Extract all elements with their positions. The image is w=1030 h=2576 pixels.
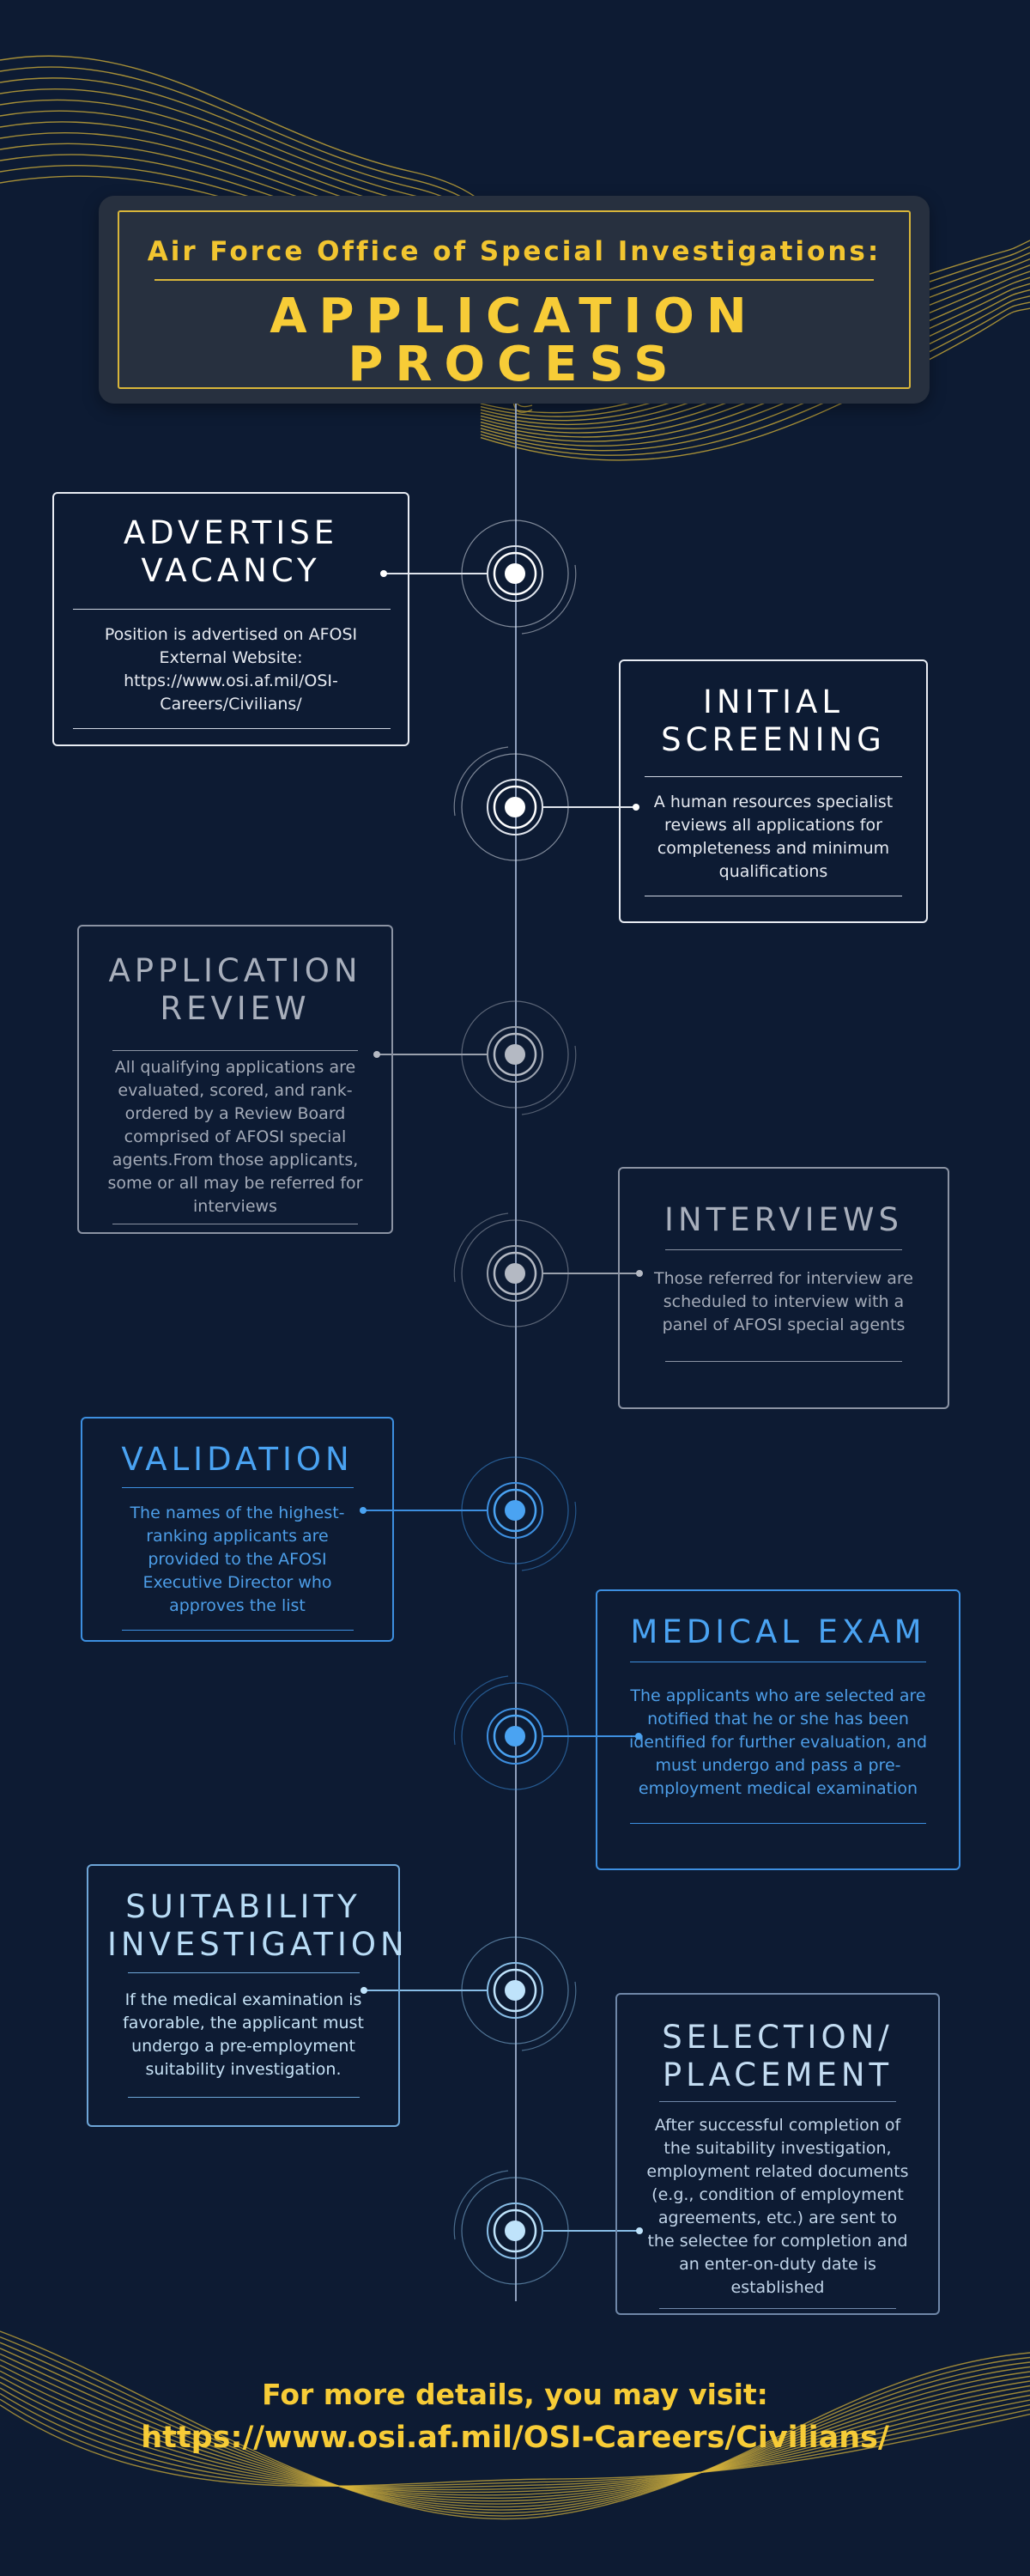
- step-title: VALIDATION: [101, 1441, 373, 1479]
- step-title-line2: PLACEMENT: [662, 2057, 894, 2093]
- step-divider: [73, 728, 391, 729]
- footer-intro: For more details, you may visit:: [262, 2378, 768, 2411]
- step-divider: [127, 1972, 360, 1973]
- step-interviews: INTERVIEWS Those referred for interview …: [618, 1167, 949, 1409]
- step-title: MEDICAL EXAM: [616, 1613, 940, 1651]
- step-divider: [121, 1630, 354, 1631]
- footer: For more details, you may visit: https:/…: [0, 2374, 1030, 2460]
- header-subtitle: Air Force Office of Special Investigatio…: [147, 236, 882, 267]
- step-description: Position is advertised on AFOSI External…: [104, 625, 358, 714]
- step-title-line2: SCREENING: [661, 721, 886, 758]
- header-divider: [154, 279, 874, 281]
- node-arc: [521, 1981, 577, 2051]
- node-arc: [453, 2170, 509, 2240]
- step-divider: [659, 2101, 896, 2102]
- header-title: APPLICATION PROCESS: [119, 293, 909, 389]
- step-divider: [645, 776, 902, 777]
- step-title-line2: INVESTIGATION: [107, 1926, 409, 1963]
- timeline-line: [515, 404, 517, 2301]
- step-divider: [127, 2097, 360, 2098]
- step-divider: [665, 1249, 902, 1250]
- step-advertise-vacancy: ADVERTISE VACANCY Position is advertised…: [52, 492, 409, 746]
- step-description: The applicants who are selected are noti…: [628, 1686, 928, 1798]
- node-arc: [453, 1675, 509, 1746]
- step-title-line2: VACANCY: [141, 552, 321, 589]
- node-arc: [453, 746, 509, 817]
- step-title: INTERVIEWS: [639, 1201, 929, 1239]
- step-description: If the medical examination is favorable,…: [123, 1990, 364, 2079]
- step-description: After successful completion of the suita…: [646, 2116, 909, 2297]
- node-arc: [453, 1212, 509, 1283]
- step-title-line1: VALIDATION: [121, 1441, 354, 1478]
- node-arc: [521, 1501, 577, 1571]
- step-divider: [112, 1050, 358, 1051]
- step-title: INITIAL SCREENING: [639, 683, 907, 759]
- header-card: Air Force Office of Special Investigatio…: [99, 196, 930, 404]
- timeline-node: [380, 519, 577, 635]
- step-divider: [665, 1361, 902, 1362]
- step-divider: [73, 609, 391, 610]
- header-title-line2: PROCESS: [348, 337, 681, 392]
- header-frame: Air Force Office of Special Investigatio…: [118, 210, 911, 389]
- timeline-node: [373, 1000, 577, 1115]
- step-suitability-investigation: SUITABILITY INVESTIGATION If the medical…: [87, 1864, 409, 2127]
- step-description: A human resources specialist reviews all…: [653, 793, 894, 881]
- step-medical-exam: MEDICAL EXAM The applicants who are sele…: [596, 1589, 960, 1870]
- step-selection-placement: SELECTION/ PLACEMENT After successful co…: [615, 1993, 940, 2315]
- timeline-node: [453, 1212, 643, 1327]
- step-divider: [630, 1823, 926, 1824]
- step-title-line1: INITIAL: [703, 683, 844, 720]
- step-divider: [659, 2308, 896, 2309]
- node-arc: [521, 564, 577, 635]
- step-title-line1: SELECTION/: [662, 2019, 894, 2056]
- node-arc: [521, 1045, 577, 1115]
- step-title-line1: ADVERTISE: [123, 514, 339, 551]
- step-divider: [121, 1487, 354, 1488]
- step-description: The names of the highest-ranking applica…: [130, 1504, 345, 1615]
- step-title-line1: APPLICATION: [108, 952, 362, 989]
- step-title: APPLICATION REVIEW: [98, 952, 373, 1028]
- step-initial-screening: INITIAL SCREENING A human resources spec…: [619, 659, 928, 923]
- step-title-line1: SUITABILITY: [125, 1888, 361, 1925]
- step-validation: VALIDATION The names of the highest-rank…: [81, 1417, 394, 1642]
- timeline-node: [453, 746, 639, 861]
- step-application-review: APPLICATION REVIEW All qualifying applic…: [77, 925, 393, 1234]
- step-title-line2: REVIEW: [160, 990, 311, 1027]
- step-title-line1: MEDICAL EXAM: [630, 1613, 926, 1650]
- footer-link[interactable]: https://www.osi.af.mil/OSI-Careers/Civil…: [141, 2421, 889, 2455]
- step-description: All qualifying applications are evaluate…: [107, 1058, 363, 1216]
- step-title: SELECTION/ PLACEMENT: [636, 2019, 919, 2094]
- step-title-line1: INTERVIEWS: [664, 1201, 903, 1238]
- step-description: Those referred for interview are schedul…: [654, 1269, 913, 1334]
- step-title: ADVERTISE VACANCY: [73, 514, 389, 590]
- header-title-line1: APPLICATION: [270, 289, 759, 344]
- step-title: SUITABILITY INVESTIGATION: [107, 1888, 409, 1964]
